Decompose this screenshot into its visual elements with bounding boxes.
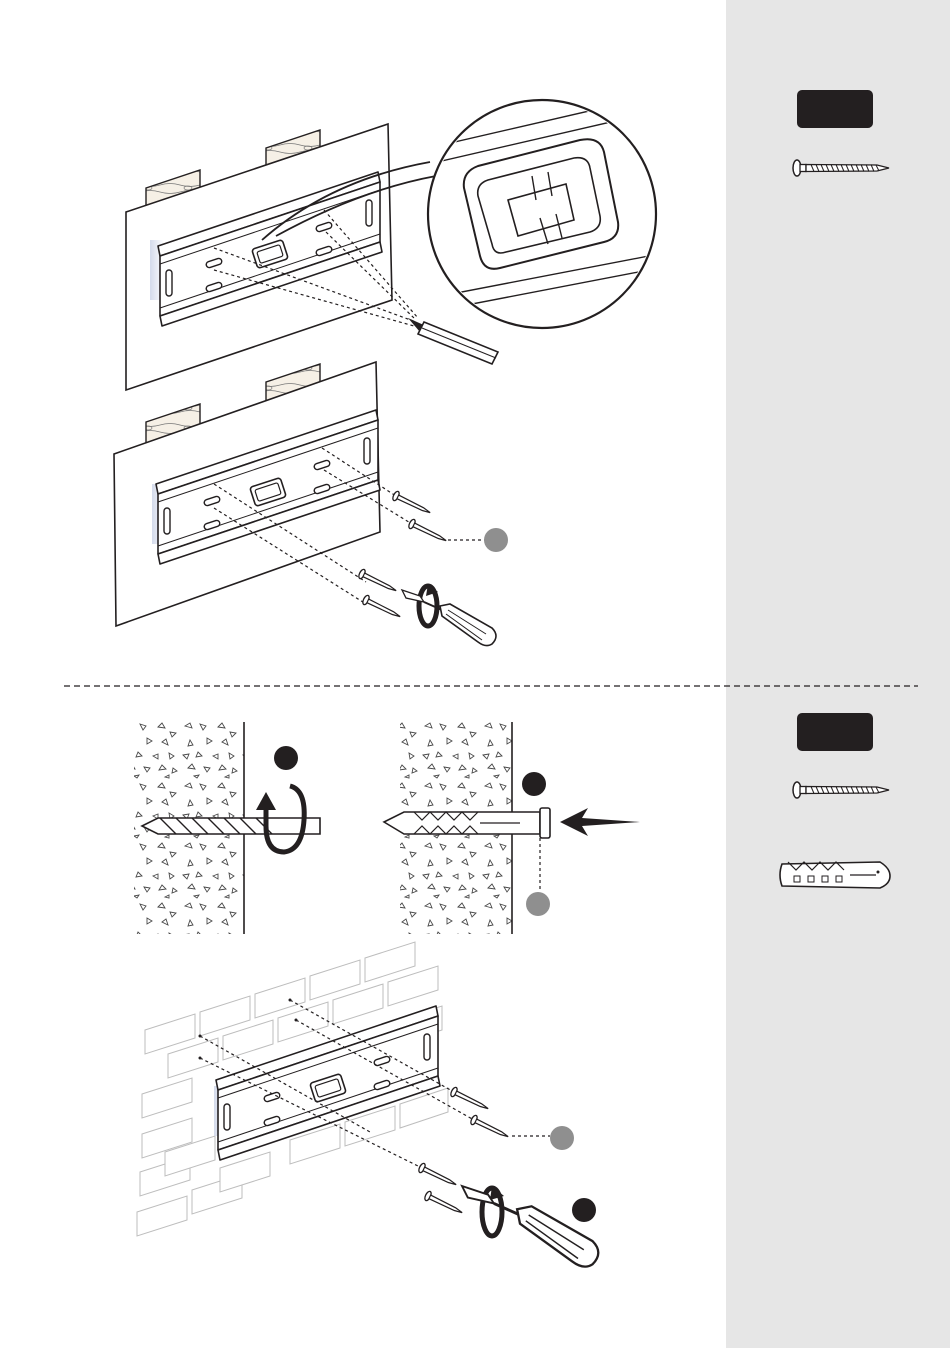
detail-magnifier xyxy=(420,90,680,328)
step-wood-stud-screw-bracket xyxy=(114,362,508,646)
screwdriver-icon xyxy=(402,590,496,646)
part-label-badge xyxy=(797,90,873,128)
step-marker-gray xyxy=(484,528,508,552)
part-label-badge xyxy=(797,713,873,751)
step-wood-stud-mark-holes xyxy=(126,90,680,390)
step-marker-black xyxy=(572,1198,596,1222)
step-masonry-drill-hole xyxy=(134,722,320,934)
step-marker-gray xyxy=(550,1126,574,1150)
screw-icon xyxy=(392,490,433,517)
push-arrow-icon xyxy=(560,808,640,836)
step-marker-black xyxy=(274,746,298,770)
step-masonry-insert-plug xyxy=(384,722,640,934)
parts-sidebar xyxy=(726,0,950,1348)
wall-plug-icon xyxy=(384,808,550,838)
screw-icon xyxy=(358,568,399,595)
step-marker-black xyxy=(522,772,546,796)
screw-icon xyxy=(408,518,449,545)
screw-icon xyxy=(424,1190,465,1217)
step-marker-gray xyxy=(526,892,550,916)
screw-icon xyxy=(418,1162,459,1189)
wall-plug-icon xyxy=(780,862,890,888)
drill-bit-icon xyxy=(142,818,320,834)
screw-icon xyxy=(362,594,403,621)
screw-icon xyxy=(470,1114,511,1141)
step-masonry-screw-bracket xyxy=(132,936,598,1267)
pencil-icon xyxy=(408,318,498,364)
